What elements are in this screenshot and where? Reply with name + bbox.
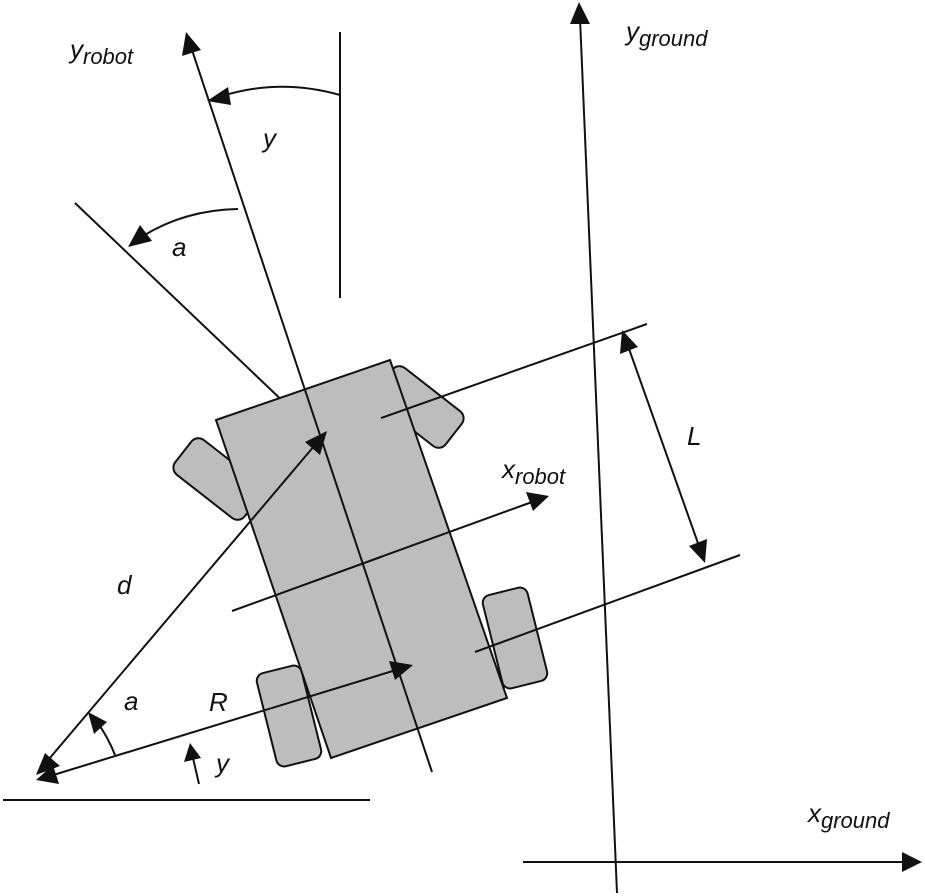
vector-R	[36, 661, 413, 784]
label-d: d	[117, 570, 133, 600]
dimension-L-arrow	[620, 330, 707, 563]
label-y-robot: yrobot	[68, 34, 134, 69]
rear-axle-line	[474, 554, 741, 653]
robot-wheels	[172, 365, 549, 768]
angle-arc-y-top	[207, 85, 341, 105]
ground-x-axis	[523, 852, 922, 872]
label-angle-a-top: a	[172, 232, 186, 262]
ground-y-axis	[570, 2, 618, 894]
label-x-ground: xground	[806, 798, 890, 833]
label-R: R	[209, 687, 228, 717]
label-angle-a-bottom: a	[124, 686, 138, 716]
robot-x-axis	[231, 492, 549, 612]
label-L: L	[687, 421, 701, 451]
angle-arc-a-top	[128, 208, 239, 247]
label-angle-y-bottom: y	[214, 748, 231, 778]
label-y-ground: yground	[624, 16, 708, 51]
front-axle-line	[380, 323, 648, 419]
angle-arrow-y-bottom	[184, 743, 201, 785]
label-x-robot: xrobot	[500, 454, 566, 489]
label-angle-y-top: y	[261, 123, 278, 153]
angle-arc-a-bottom	[88, 712, 116, 756]
vector-d	[36, 431, 327, 775]
robot-y-axis	[182, 32, 433, 773]
wheel-rear-left	[255, 664, 323, 768]
